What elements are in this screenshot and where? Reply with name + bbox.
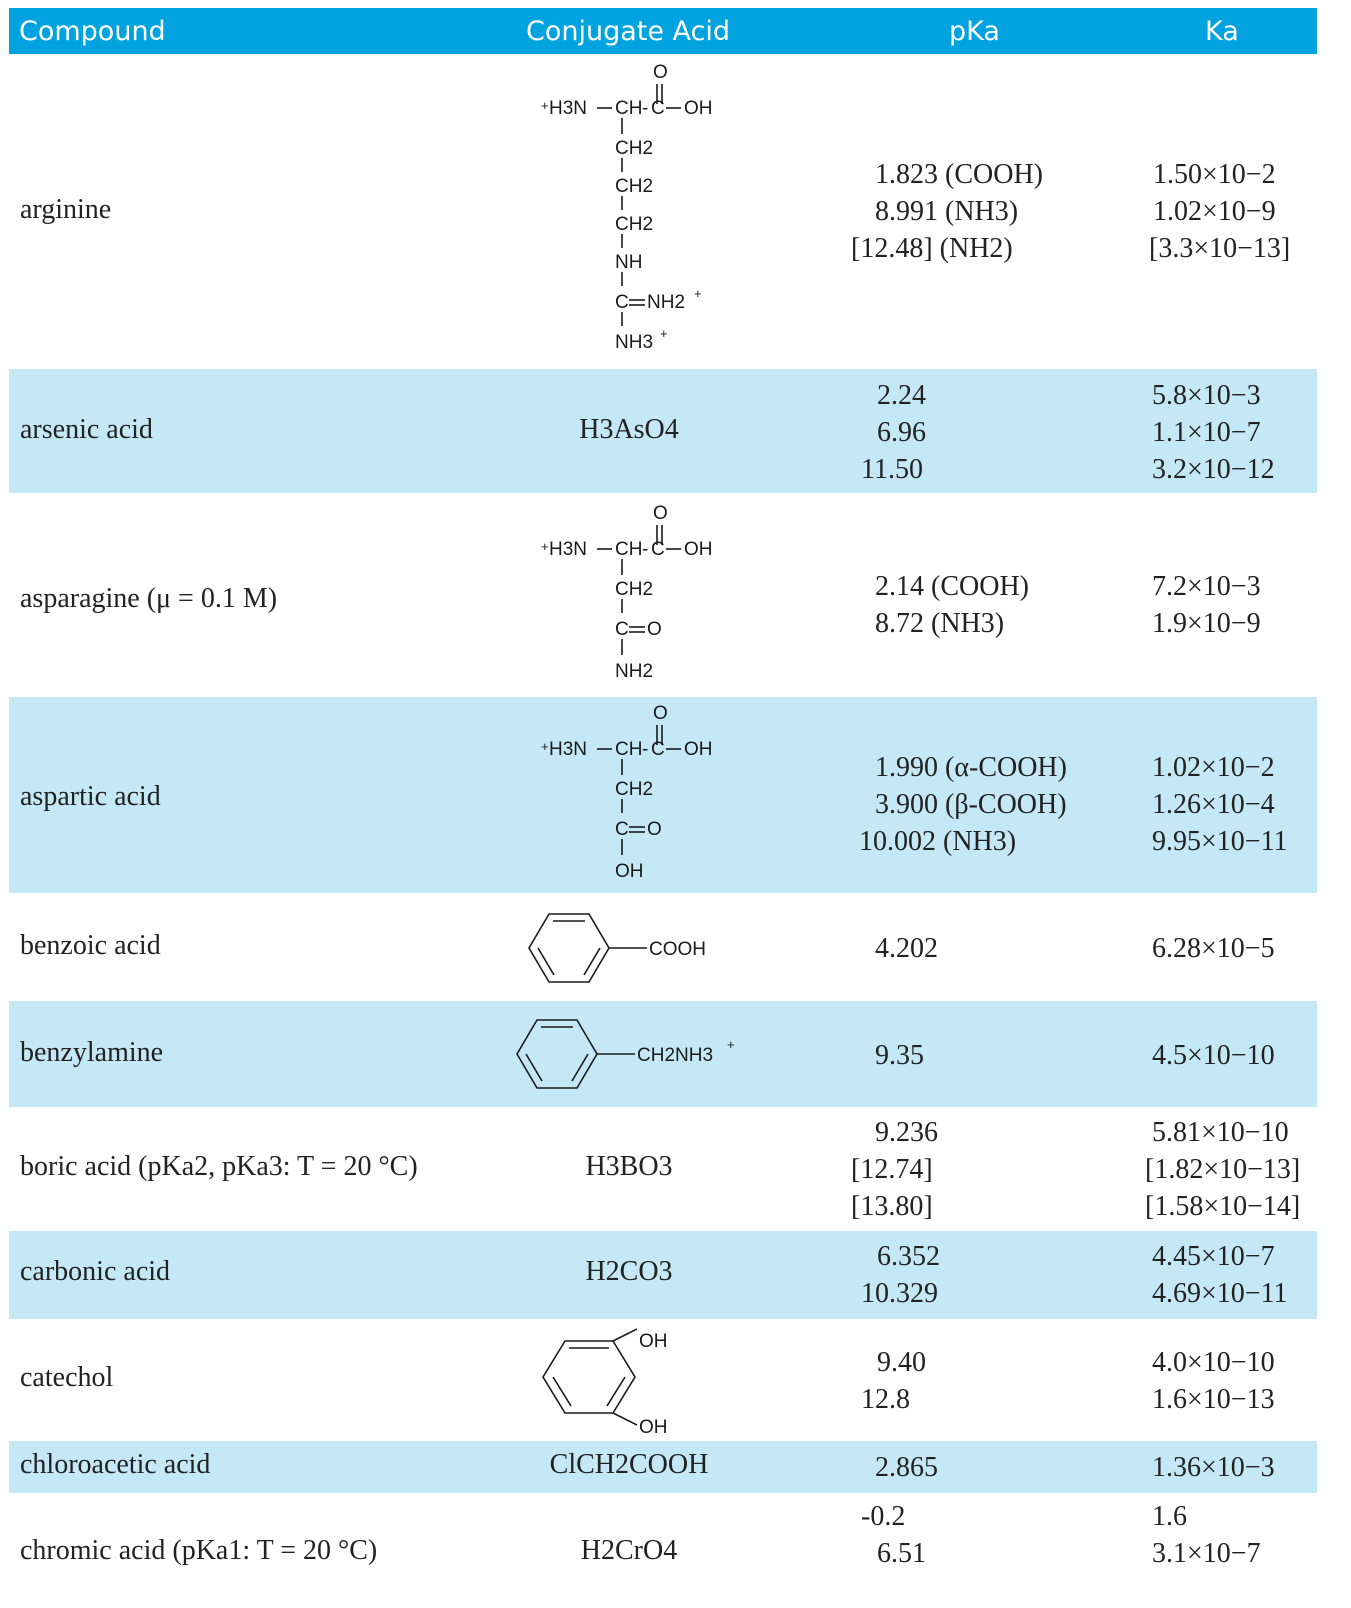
table-row: benzoic acid COOH 4.202 6.28×10−5 [9, 893, 1317, 1001]
arginine-structure: O + H3N CH - C OH CH2 CH2 CH2 NH C NH2 +… [541, 62, 713, 353]
svg-text:CH: CH [615, 98, 642, 119]
compound-name: catechol [20, 1362, 114, 1393]
svg-text:NH: NH [615, 252, 642, 273]
svg-text:OH: OH [684, 98, 713, 119]
compound-name: arginine [20, 194, 112, 225]
compound-name: aspartic acid [20, 781, 161, 812]
svg-text:OH: OH [615, 861, 644, 882]
table-row: aspartic acid O + H3N CH - C OH CH2 C O … [9, 697, 1317, 893]
table-header: Compound Conjugate Acid pKa Ka [9, 8, 1317, 54]
svg-text:C: C [615, 819, 629, 840]
header-conjugate-acid: Conjugate Acid [526, 16, 731, 47]
aspartic-acid-structure: O + H3N CH - C OH CH2 C O OH [541, 703, 713, 882]
header-compound: Compound [19, 16, 166, 47]
table-row: carbonic acid H2CO3 6.352 10.329 4.45×10… [9, 1231, 1317, 1319]
svg-text:H3N: H3N [549, 98, 587, 119]
compound-name: carbonic acid [20, 1256, 171, 1287]
svg-text:+: + [541, 539, 549, 554]
conjugate-acid-formula: H2CrO4 [580, 1535, 678, 1566]
svg-text:-: - [642, 739, 648, 760]
pka-value: 8.991 (NH3) [875, 196, 1019, 227]
svg-text:-: - [642, 539, 648, 560]
asparagine-structure: O + H3N CH - C OH CH2 C O NH2 [541, 503, 713, 682]
table-row: asparagine (μ = 0.1 M) O + H3N CH - C OH… [9, 493, 1317, 697]
svg-text:+: + [694, 286, 702, 301]
svg-text:O: O [653, 503, 668, 524]
svg-text:NH3: NH3 [615, 332, 653, 353]
svg-text:C: C [615, 292, 629, 313]
table-row: chromic acid (pKa1: T = 20 °C) H2CrO4 -0… [20, 1501, 1261, 1569]
svg-text:O: O [653, 703, 668, 724]
table-row: benzylamine CH2NH3 + 9.35 4.5×10−10 [9, 1001, 1317, 1107]
header-ka: Ka [1205, 16, 1239, 47]
svg-text:OH: OH [684, 539, 713, 560]
svg-text:NH2: NH2 [615, 661, 653, 682]
catechol-structure: OH OH [542, 1328, 668, 1438]
svg-text:O: O [647, 619, 662, 640]
table-row: boric acid (pKa2, pKa3: T = 20 °C) H3BO3… [20, 1117, 1301, 1222]
svg-text:H3N: H3N [549, 539, 587, 560]
compound-name: benzoic acid [20, 930, 161, 961]
header-pka: pKa [949, 16, 1000, 47]
svg-text:COOH: COOH [649, 939, 706, 960]
svg-text:OH: OH [639, 1331, 668, 1352]
svg-text:CH2: CH2 [615, 779, 653, 800]
conjugate-acid-formula: H2CO3 [585, 1256, 673, 1287]
svg-text:CH2: CH2 [615, 138, 653, 159]
compound-name: chromic acid (pKa1: T = 20 °C) [20, 1535, 378, 1566]
conjugate-acid-formula: H3AsO4 [579, 414, 679, 445]
compound-name: boric acid (pKa2, pKa3: T = 20 °C) [20, 1151, 418, 1182]
table-row: arginine O + H3N CH - C OH CH2 CH2 CH2 N… [9, 54, 1317, 369]
svg-text:H3N: H3N [549, 739, 587, 760]
compound-name: chloroacetic acid [20, 1449, 211, 1480]
svg-text:CH2NH3: CH2NH3 [637, 1045, 713, 1066]
svg-text:-: - [642, 98, 648, 119]
svg-text:O: O [653, 62, 668, 83]
compound-name: asparagine (μ = 0.1 M) [20, 583, 278, 614]
table-row: arsenic acid H3AsO4 2.24 6.96 11.50 5.8×… [9, 369, 1317, 493]
svg-text:CH: CH [615, 739, 642, 760]
svg-text:C: C [651, 739, 665, 760]
svg-text:CH2: CH2 [615, 176, 653, 197]
conjugate-acid-formula: ClCH2COOH [549, 1449, 709, 1480]
svg-text:OH: OH [684, 739, 713, 760]
svg-text:+: + [660, 326, 668, 341]
svg-text:C: C [615, 619, 629, 640]
benzoic-acid-structure: COOH [528, 913, 706, 983]
svg-text:NH2: NH2 [647, 292, 685, 313]
svg-text:O: O [647, 819, 662, 840]
compound-name: arsenic acid [20, 414, 153, 445]
svg-text:C: C [651, 98, 665, 119]
svg-text:C: C [651, 539, 665, 560]
svg-text:CH2: CH2 [615, 579, 653, 600]
svg-text:+: + [727, 1037, 735, 1052]
svg-text:OH: OH [639, 1417, 668, 1438]
svg-text:+: + [541, 98, 549, 113]
svg-text:CH: CH [615, 539, 642, 560]
svg-text:CH2: CH2 [615, 214, 653, 235]
table-row: chloroacetic acid ClCH2COOH 2.865 1.36×1… [9, 1441, 1317, 1493]
conjugate-acid-formula: H3BO3 [585, 1151, 673, 1182]
benzylamine-structure: CH2NH3 + [516, 1019, 735, 1089]
svg-text:+: + [541, 739, 549, 754]
compound-name: benzylamine [20, 1037, 164, 1068]
table-row: catechol OH OH 9.40 12.8 4.0×10−10 1.6×1… [9, 1319, 1317, 1441]
